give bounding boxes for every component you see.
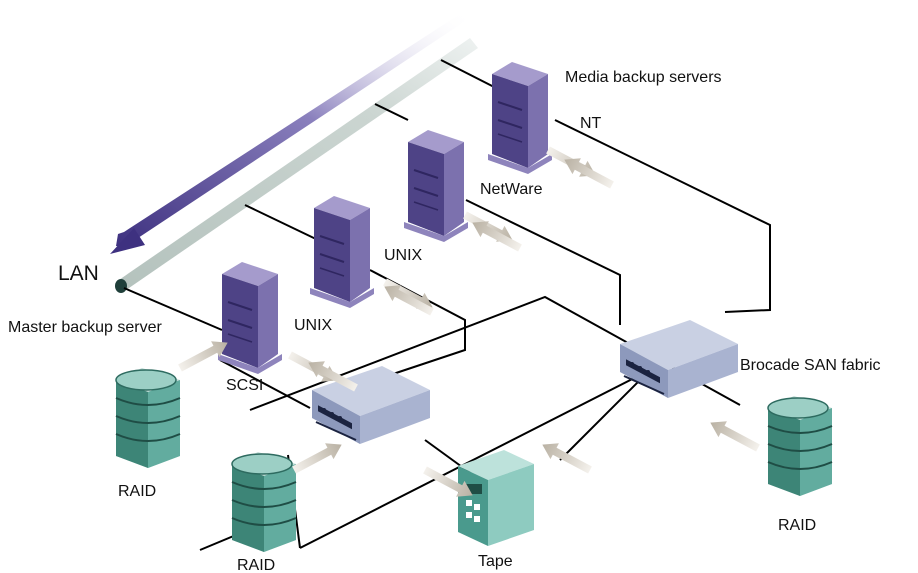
raid-bottom bbox=[231, 451, 297, 553]
server-netware bbox=[403, 129, 469, 243]
switch-brocade bbox=[619, 319, 739, 399]
server-unix-upper bbox=[309, 195, 375, 309]
brocade-san-fabric-label: Brocade SAN fabric bbox=[740, 357, 881, 374]
lan-pipe bbox=[115, 38, 478, 293]
lan-label: LAN bbox=[58, 262, 99, 285]
communication-traffic-arrow bbox=[110, 12, 470, 254]
master-backup-server bbox=[217, 261, 283, 375]
raid-left bbox=[115, 367, 181, 469]
communication-traffic-label: Communication traffic bbox=[177, 87, 318, 193]
raid-bottom-label: RAID bbox=[237, 557, 275, 573]
scsi-label: SCSI bbox=[226, 377, 263, 394]
tape-label: Tape bbox=[478, 553, 513, 570]
unix-upper-label: UNIX bbox=[384, 247, 423, 264]
netware-label: NetWare bbox=[480, 181, 543, 198]
master-backup-server-label: Master backup server bbox=[8, 319, 163, 336]
tape-library bbox=[458, 450, 534, 546]
raid-left-label: RAID bbox=[118, 483, 156, 500]
raid-right bbox=[767, 395, 833, 497]
media-backup-servers-label: Media backup servers bbox=[565, 69, 722, 86]
network-connections bbox=[123, 59, 771, 551]
raid-right-label: RAID bbox=[778, 517, 816, 534]
nt-label: NT bbox=[580, 115, 602, 132]
server-nt bbox=[487, 61, 553, 175]
unix-lower-label: UNIX bbox=[294, 317, 333, 334]
